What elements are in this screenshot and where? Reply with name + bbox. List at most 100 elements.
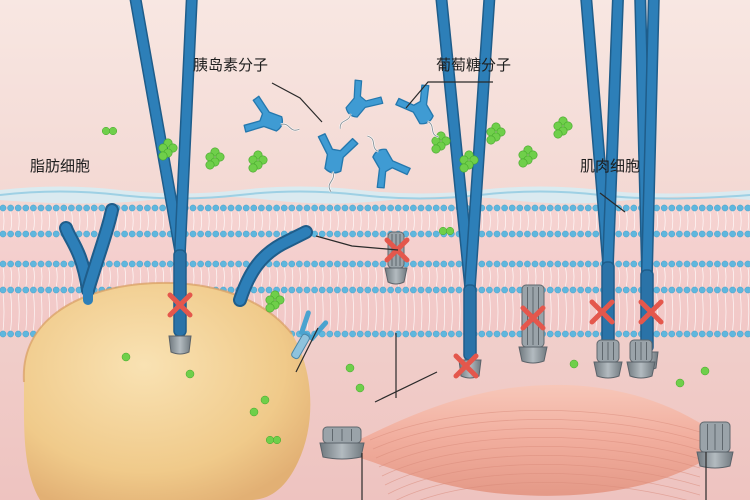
lipid-head (736, 260, 744, 268)
leader-lines (271, 81, 707, 500)
leader-line-muscle-cell (599, 192, 626, 213)
lipid-tail (375, 266, 377, 288)
glucose-cluster-icon (158, 138, 178, 161)
disulfide-link (280, 123, 300, 131)
muscle-fibers (369, 410, 701, 500)
lipid-head (736, 204, 744, 212)
lipid-tail (124, 210, 126, 232)
lipid-head (744, 204, 750, 212)
lipid-tail (375, 210, 377, 232)
lipid-tail (55, 266, 58, 288)
lipid-head (562, 260, 569, 268)
lipid-head (113, 230, 121, 238)
lipid-head (83, 230, 90, 238)
lipid-head (258, 204, 265, 212)
receptor-base (168, 335, 192, 355)
glucose-pair-icon (438, 226, 455, 236)
lipid-head (698, 260, 706, 268)
lipid-head (501, 286, 508, 294)
lipid-head (721, 260, 729, 268)
lipid-head (729, 286, 736, 294)
lipid-head (0, 204, 7, 212)
glucose-molecule (345, 363, 355, 373)
lipid-tail (549, 210, 552, 232)
lipid-head (546, 230, 554, 238)
lipid-head (478, 286, 486, 294)
lipid-head (744, 230, 750, 238)
lipid-head (288, 260, 296, 268)
lipid-tail (428, 210, 430, 232)
lipid-head (698, 330, 706, 338)
lipid-head (349, 330, 356, 338)
lipid-head (668, 286, 676, 294)
lipid-head (448, 286, 455, 294)
lipid-tail (162, 210, 164, 232)
lipid-head (296, 286, 303, 294)
lipid-tail (511, 210, 514, 232)
lipid-tail (405, 210, 408, 232)
receptor-arm-left (581, 0, 613, 267)
glucose-molecule (675, 378, 685, 388)
receptor-icon (129, 0, 198, 355)
glucose-cluster-icon (486, 122, 506, 145)
lipid-tail (375, 292, 377, 332)
lipid-head (432, 230, 440, 238)
lipid-head (721, 204, 729, 212)
lipid-head (668, 330, 676, 338)
blocked-x-stroke (167, 292, 193, 318)
lipid-head (486, 204, 493, 212)
lipid-head (341, 230, 349, 238)
lipid-tail (352, 210, 354, 232)
lipid-head (440, 204, 448, 212)
lipid-tail (625, 266, 628, 288)
lipid-head (14, 230, 22, 238)
lipid-head (356, 330, 364, 338)
lipid-head (136, 230, 144, 238)
fat-cell-body (23, 282, 311, 500)
lipid-tail (701, 292, 704, 332)
lipid-head (379, 260, 387, 268)
lipid-head (144, 204, 151, 212)
lipid-head (90, 230, 98, 238)
blocked-x-stroke (453, 353, 479, 379)
lipid-tail (618, 292, 620, 332)
lipid-tail (367, 266, 370, 288)
lipid-tail (694, 292, 696, 332)
lipid-tail (33, 292, 35, 332)
lipid-head (577, 286, 584, 294)
lipid-tail (10, 266, 12, 288)
lipid-head (242, 204, 250, 212)
lipid-head (364, 286, 372, 294)
lipid-head (615, 260, 622, 268)
lipid-tail (344, 210, 347, 232)
lipid-head (516, 230, 524, 238)
lipid-head (508, 286, 516, 294)
lipid-head (30, 204, 37, 212)
glut-transporter-icon (291, 310, 329, 360)
lipid-tail (139, 210, 142, 232)
lipid-tail (534, 210, 537, 232)
lipid-tail (25, 266, 28, 288)
lipid-tail (291, 292, 294, 332)
lipid-head (660, 204, 668, 212)
transporter-stalk (291, 333, 310, 360)
lipid-head (493, 330, 501, 338)
lipid-head (653, 286, 660, 294)
lipid-tail (344, 266, 347, 288)
membrane-surface-highlight (0, 186, 750, 204)
lipid-head (584, 260, 592, 268)
lipid-head (113, 260, 121, 268)
lipid-head (151, 204, 159, 212)
lipid-head (0, 286, 7, 294)
blocked-x-stroke (520, 305, 546, 331)
lipid-head (334, 330, 341, 338)
fat-cell-outline (22, 281, 293, 383)
lipid-head (0, 230, 7, 238)
leader-line-receptor-muscle (374, 371, 438, 403)
lipid-head (7, 230, 14, 238)
lipid-head (493, 204, 501, 212)
lipid-head (45, 230, 52, 238)
lipid-head (22, 204, 30, 212)
insulin-receptors (59, 0, 660, 379)
lipid-head (417, 330, 425, 338)
